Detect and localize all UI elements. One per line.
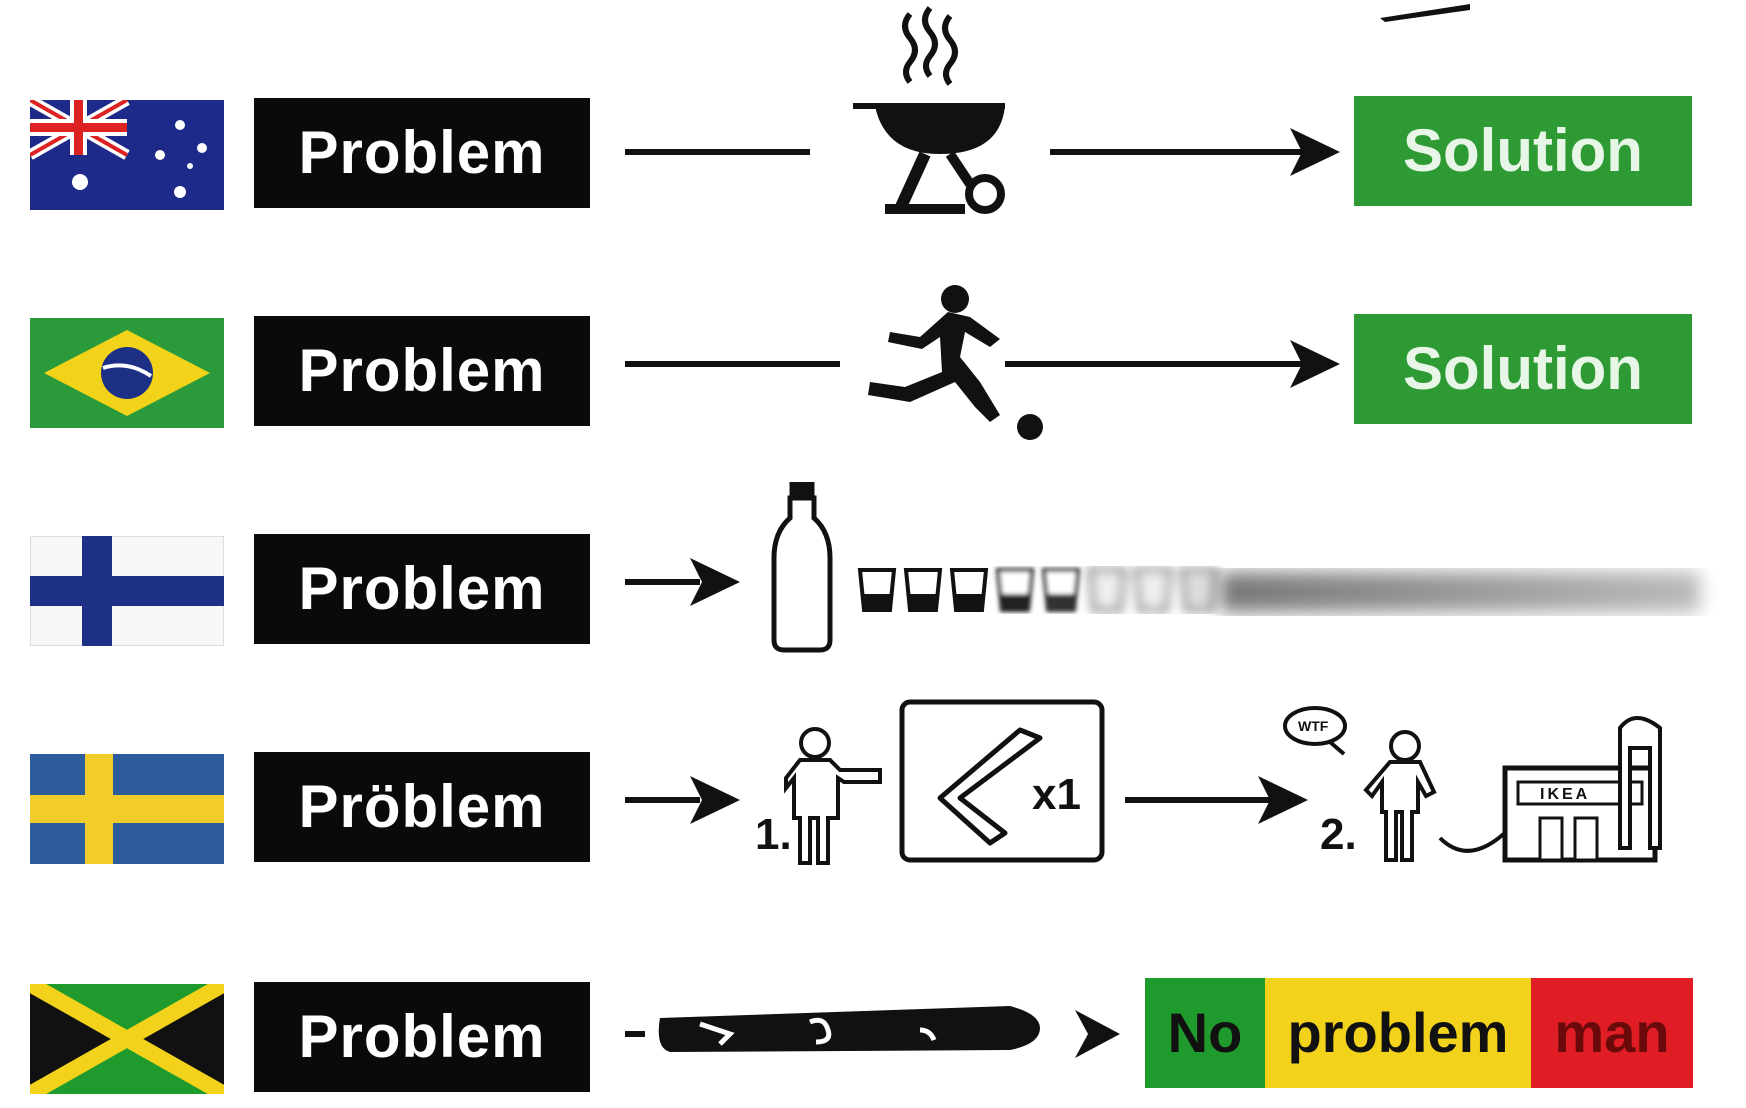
banner-word-no: No bbox=[1145, 978, 1265, 1088]
brazil-flag-icon bbox=[30, 318, 224, 428]
problem-label: Problem bbox=[254, 982, 590, 1092]
step-two-label: 2. bbox=[1320, 810, 1357, 859]
jamaica-flag-icon bbox=[30, 984, 224, 1094]
sweden-arrow bbox=[625, 776, 1308, 824]
top-arrow-tail bbox=[1380, 4, 1470, 22]
solution-label: Solution bbox=[1354, 96, 1692, 206]
finland-arrow bbox=[625, 558, 740, 606]
row-jamaica: Problem No problem man bbox=[0, 978, 1746, 1098]
problem-label: Problem bbox=[254, 534, 590, 644]
problem-label: Problem bbox=[254, 98, 590, 208]
barbecue-grill-icon bbox=[853, 6, 1005, 214]
finland-flag-icon bbox=[30, 536, 224, 646]
australia-flag-icon bbox=[30, 100, 224, 210]
solution-label: Solution bbox=[1354, 314, 1692, 424]
banner-word-problem: problem bbox=[1265, 978, 1531, 1088]
soccer-player-icon bbox=[868, 285, 1043, 440]
ikea-sign-text: IKEA bbox=[1540, 786, 1591, 803]
ikea-assembly-icon bbox=[784, 699, 1662, 865]
problem-label: Problem bbox=[254, 316, 590, 426]
row-brazil: Problem Solution bbox=[0, 285, 1746, 440]
problem-label: Pröblem bbox=[254, 752, 590, 862]
vodka-bottle-and-shots-icon bbox=[771, 482, 1700, 653]
speech-bubble-text: WTF bbox=[1298, 718, 1329, 734]
no-problem-man-banner: No problem man bbox=[1145, 978, 1693, 1088]
banner-word-man: man bbox=[1531, 978, 1693, 1088]
smoking-joint-icon bbox=[625, 1006, 1120, 1058]
row-sweden: Pröblem 1. x1 2. WTF IKEA bbox=[0, 699, 1746, 868]
quantity-label: x1 bbox=[1032, 770, 1081, 819]
soccer-arrow bbox=[625, 340, 1340, 388]
sweden-flag-icon bbox=[30, 754, 224, 864]
step-one-label: 1. bbox=[755, 810, 792, 859]
barbecue-arrow bbox=[625, 128, 1340, 176]
row-australia: Problem Solution bbox=[0, 6, 1746, 214]
row-finland: Problem bbox=[0, 482, 1746, 653]
